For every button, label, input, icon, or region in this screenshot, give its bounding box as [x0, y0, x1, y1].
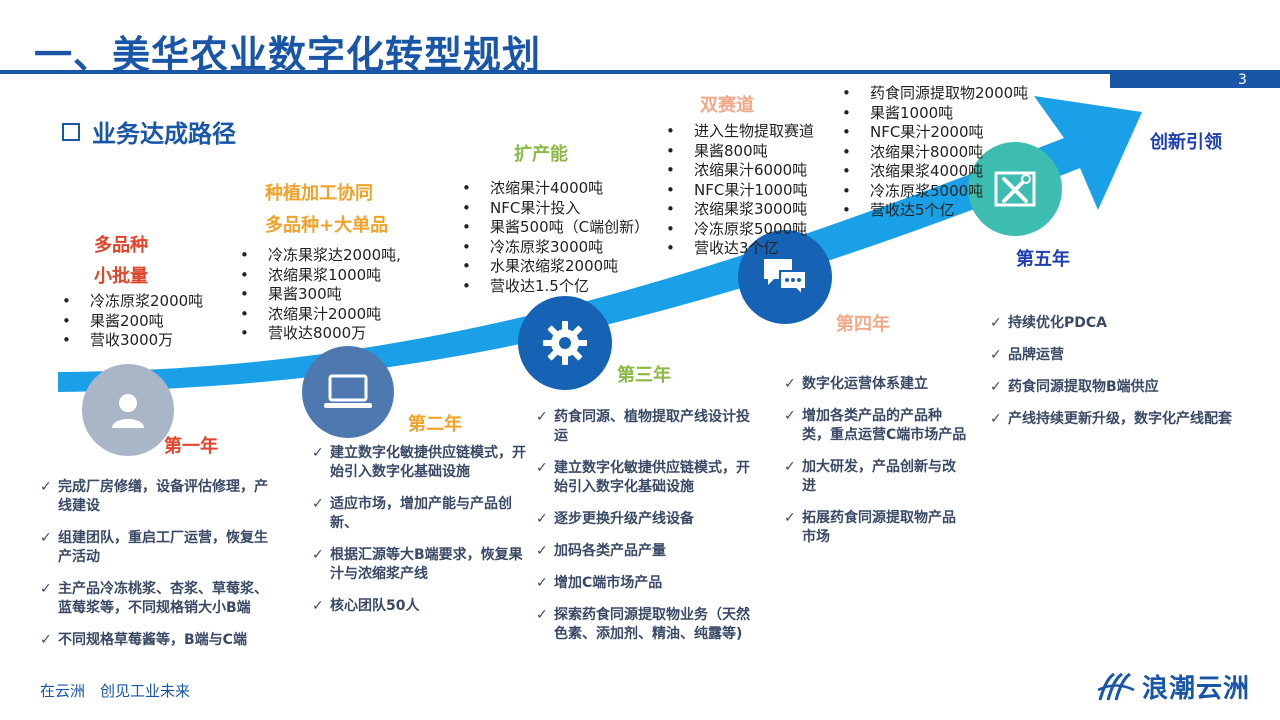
stage-5-targets: 药食同源提取物2000吨 果酱1000吨 NFC果汁2000吨 浓缩果汁8000…	[838, 84, 1028, 221]
list-item: 增加C端市场产品	[536, 574, 754, 593]
list-item: 浓缩果浆4000吨	[838, 162, 1028, 182]
list-item: 浓缩果汁6000吨	[662, 161, 814, 181]
chat-icon	[764, 259, 807, 298]
list-item: 组建团队，重启工厂运营，恢复生产活动	[40, 529, 272, 567]
stage-5-title: 创新引领	[1150, 132, 1222, 153]
page-number: 3	[1238, 72, 1247, 88]
list-item: 品牌运营	[990, 346, 1260, 365]
list-item: 增加各类产品的产品种类，重点运营C端市场产品	[784, 407, 968, 445]
list-item: 产线持续更新升级，数字化产线配套	[990, 410, 1260, 429]
user-icon	[112, 394, 144, 428]
stage-3-actions: 药食同源、植物提取产线设计投运 建立数字化敏捷供应链模式，开始引入数字化基础设施…	[536, 408, 754, 657]
stage-3-targets: 浓缩果汁4000吨 NFC果汁投入 果酱500吨（C端创新） 冷冻原浆3000吨…	[458, 179, 649, 296]
list-item: 浓缩果浆1000吨	[236, 266, 401, 286]
list-item: 浓缩果浆3000吨	[662, 200, 814, 220]
list-item: NFC果汁2000吨	[838, 123, 1028, 143]
stage-2-title-2: 多品种+大单品	[265, 215, 389, 236]
list-item: 建立数字化敏捷供应链模式，开始引入数字化基础设施	[312, 444, 526, 482]
list-item: 药食同源提取物B端供应	[990, 378, 1260, 397]
laptop-icon	[324, 374, 372, 408]
list-item: 冷冻原浆3000吨	[458, 238, 649, 258]
list-item: 浓缩果汁2000吨	[236, 305, 401, 325]
square-bullet-icon	[62, 122, 80, 141]
list-item: 数字化运营体系建立	[784, 375, 968, 394]
list-item: 冷冻原浆5000吨	[662, 220, 814, 240]
stage-3-year: 第三年	[617, 365, 671, 386]
stage-2-title-1: 种植加工协同	[265, 183, 373, 204]
list-item: 建立数字化敏捷供应链模式，开始引入数字化基础设施	[536, 459, 754, 497]
list-item: 果酱1000吨	[838, 104, 1028, 124]
wave-logo-icon	[1097, 672, 1135, 700]
section-title: 业务达成路径	[62, 114, 236, 149]
stage-5-actions: 持续优化PDCA 品牌运营 药食同源提取物B端供应 产线持续更新升级，数字化产线…	[990, 314, 1260, 442]
stage-2-actions: 建立数字化敏捷供应链模式，开始引入数字化基础设施 适应市场，增加产能与产品创新、…	[312, 444, 526, 629]
list-item: 果酱800吨	[662, 142, 814, 162]
list-item: 营收达8000万	[236, 324, 401, 344]
list-item: 浓缩果汁8000吨	[838, 143, 1028, 163]
list-item: 冷冻原浆5000吨	[838, 182, 1028, 202]
stage-5-year: 第五年	[1016, 249, 1070, 270]
header-accent-bar	[1110, 74, 1280, 88]
list-item: 营收达1.5个亿	[458, 277, 649, 297]
stage-3-title: 扩产能	[514, 144, 568, 165]
list-item: 探索药食同源提取物业务（天然色素、添加剂、精油、纯露等)	[536, 606, 754, 644]
list-item: 根据汇源等大B端要求，恢复果汁与浓缩浆产线	[312, 546, 526, 584]
page-title: 一、美华农业数字化转型规划	[34, 33, 542, 77]
stage-4-targets: 进入生物提取赛道 果酱800吨 浓缩果汁6000吨 NFC果汁1000吨 浓缩果…	[662, 122, 814, 259]
brand-name: 浪潮云洲	[1142, 674, 1251, 704]
stage-4-actions: 数字化运营体系建立 增加各类产品的产品种类，重点运营C端市场产品 加大研发，产品…	[784, 375, 968, 560]
stage-4-year: 第四年	[836, 314, 890, 335]
stage-1-title-2: 小批量	[94, 266, 148, 287]
footer-slogan: 在云洲 创见工业未来	[40, 682, 191, 700]
list-item: 营收达5个亿	[838, 201, 1028, 221]
stage-1-year: 第一年	[164, 436, 218, 457]
list-item: NFC果汁投入	[458, 199, 649, 219]
stage-1-actions: 完成厂房修缮，设备评估修理，产线建设 组建团队，重启工厂运营，恢复生产活动 主产…	[40, 478, 272, 663]
list-item: 冷冻原浆2000吨	[58, 292, 203, 312]
stage-2-targets: 冷冻果浆达2000吨, 浓缩果浆1000吨 果酱300吨 浓缩果汁2000吨 营…	[236, 246, 401, 344]
list-item: 果酱500吨（C端创新）	[458, 218, 649, 238]
list-item: 浓缩果汁4000吨	[458, 179, 649, 199]
list-item: 水果浓缩浆2000吨	[458, 257, 649, 277]
list-item: 持续优化PDCA	[990, 314, 1260, 333]
header-divider	[0, 70, 1280, 74]
stage-1-targets: 冷冻原浆2000吨 果酱200吨 营收3000万	[58, 292, 203, 351]
brand-logo: 浪潮云洲	[1096, 668, 1250, 705]
list-item: 逐步更换升级产线设备	[536, 510, 754, 529]
list-item: 营收达3个亿	[662, 239, 814, 259]
stage-1-title-1: 多品种	[94, 235, 148, 256]
list-item: 核心团队50人	[312, 597, 526, 616]
list-item: 不同规格草莓酱等，B端与C端	[40, 631, 272, 650]
list-item: 加码各类产品产量	[536, 542, 754, 561]
list-item: 适应市场，增加产能与产品创新、	[312, 495, 526, 533]
list-item: 拓展药食同源提取物产品市场	[784, 509, 968, 547]
stage-1-circle	[82, 364, 174, 456]
list-item: 主产品冷冻桃浆、杏浆、草莓浆、蓝莓浆等，不同规格销大小B端	[40, 580, 272, 618]
list-item: 药食同源提取物2000吨	[838, 84, 1028, 104]
section-title-text: 业务达成路径	[92, 120, 236, 148]
stage-3-circle	[518, 296, 612, 390]
gear-icon	[543, 321, 587, 365]
list-item: 果酱200吨	[58, 312, 203, 332]
stage-2-circle	[302, 346, 394, 438]
list-item: 完成厂房修缮，设备评估修理，产线建设	[40, 478, 272, 516]
list-item: 进入生物提取赛道	[662, 122, 814, 142]
list-item: NFC果汁1000吨	[662, 181, 814, 201]
list-item: 加大研发，产品创新与改进	[784, 458, 968, 496]
list-item: 果酱300吨	[236, 285, 401, 305]
list-item: 营收3000万	[58, 331, 203, 351]
stage-2-year: 第二年	[408, 414, 462, 435]
list-item: 冷冻果浆达2000吨,	[236, 246, 401, 266]
stage-4-title: 双赛道	[700, 95, 754, 116]
list-item: 药食同源、植物提取产线设计投运	[536, 408, 754, 446]
